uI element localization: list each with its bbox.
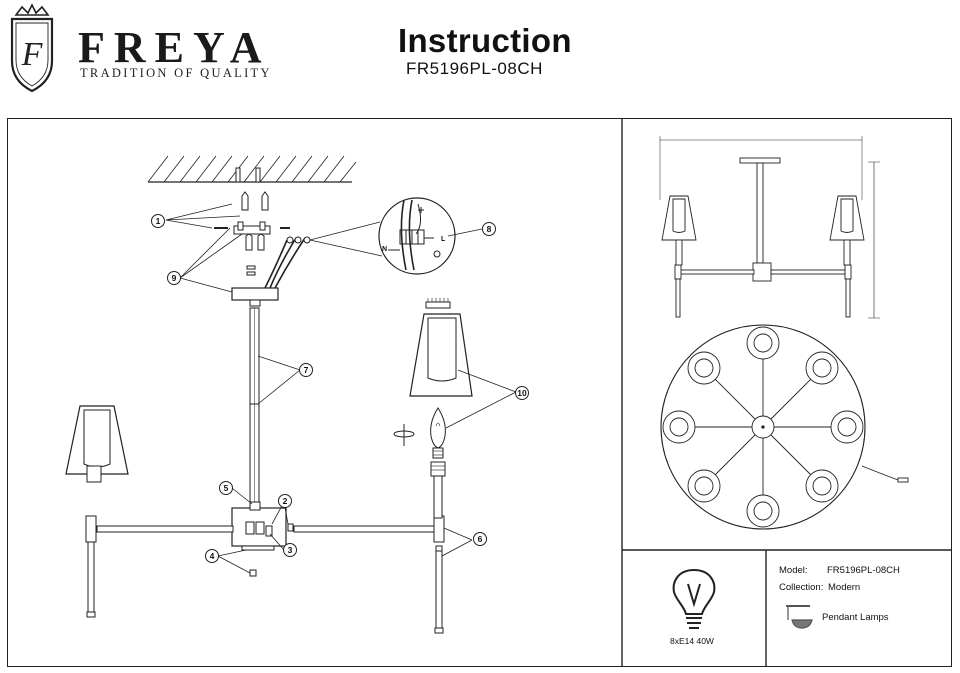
instruction-frame bbox=[7, 118, 952, 667]
crest-icon: F bbox=[10, 3, 54, 93]
callout-6: 6 bbox=[473, 532, 487, 546]
model-value: FR5196PL-08CH bbox=[827, 565, 900, 576]
pendant-lamp-icon bbox=[786, 605, 813, 629]
callout-5: 5 bbox=[219, 481, 233, 495]
callout-8: 8 bbox=[482, 222, 496, 236]
collection-value: Modern bbox=[828, 582, 861, 593]
lamp-type: Pendant Lamps bbox=[822, 612, 889, 623]
callout-9: 9 bbox=[167, 271, 181, 285]
callout-7: 7 bbox=[299, 363, 313, 377]
callout-4: 4 bbox=[205, 549, 219, 563]
brand-name: FREYA bbox=[78, 23, 271, 72]
brand-logo: F bbox=[6, 3, 58, 95]
callout-1: 1 bbox=[151, 214, 165, 228]
model-code: FR5196PL-08CH bbox=[406, 59, 543, 78]
bulb-spec: 8xE14 40W bbox=[670, 636, 714, 646]
callout-10: 10 bbox=[515, 386, 529, 400]
live-terminal-label: L bbox=[441, 236, 446, 243]
neutral-terminal-label: N bbox=[382, 246, 388, 253]
bulb-icon bbox=[672, 568, 716, 629]
brand-tagline: TRADITION OF QUALITY bbox=[80, 66, 272, 80]
callout-2: 2 bbox=[278, 494, 292, 508]
callout-3: 3 bbox=[283, 543, 297, 557]
svg-text:F: F bbox=[21, 36, 44, 73]
collection-label: Collection: bbox=[779, 582, 824, 593]
model-label: Model: bbox=[779, 565, 808, 576]
page-title: Instruction bbox=[398, 22, 572, 59]
